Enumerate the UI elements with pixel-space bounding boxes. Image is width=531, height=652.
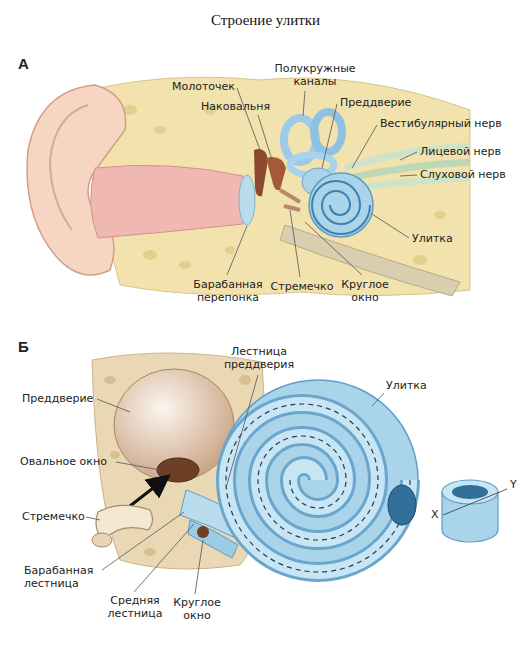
part-label: Стремечко <box>270 280 334 293</box>
part-label: Вестибулярный нерв <box>380 117 525 130</box>
part-label: Слуховой нерв <box>420 168 525 181</box>
part-label: Преддверие <box>22 392 100 405</box>
part-label: Y <box>510 478 524 491</box>
part-label: Молоточек <box>140 80 235 93</box>
part-label: Стремечко <box>22 510 88 523</box>
part-label: Лицевой нерв <box>420 145 525 158</box>
part-label: Улитка <box>412 232 482 245</box>
part-label: Средняя лестница <box>104 594 166 620</box>
part-label: Полукружные каналы <box>270 62 360 88</box>
panel-letter: Б <box>18 338 42 355</box>
part-label: Круглое окно <box>168 596 226 622</box>
diagram-title: Строение улитки <box>0 12 531 29</box>
part-label: Улитка <box>386 379 456 392</box>
panel-letter: А <box>18 55 42 72</box>
part-label: Круглое окно <box>336 278 394 304</box>
part-label: X <box>431 508 443 521</box>
part-label: Барабанная лестница <box>24 564 104 590</box>
part-label: Барабанная перепонка <box>188 278 268 304</box>
part-label: Овальное окно <box>20 455 118 468</box>
part-label: Наковальня <box>170 100 270 113</box>
part-label: Лестница преддверия <box>218 345 300 371</box>
part-label: Преддверие <box>340 96 430 109</box>
